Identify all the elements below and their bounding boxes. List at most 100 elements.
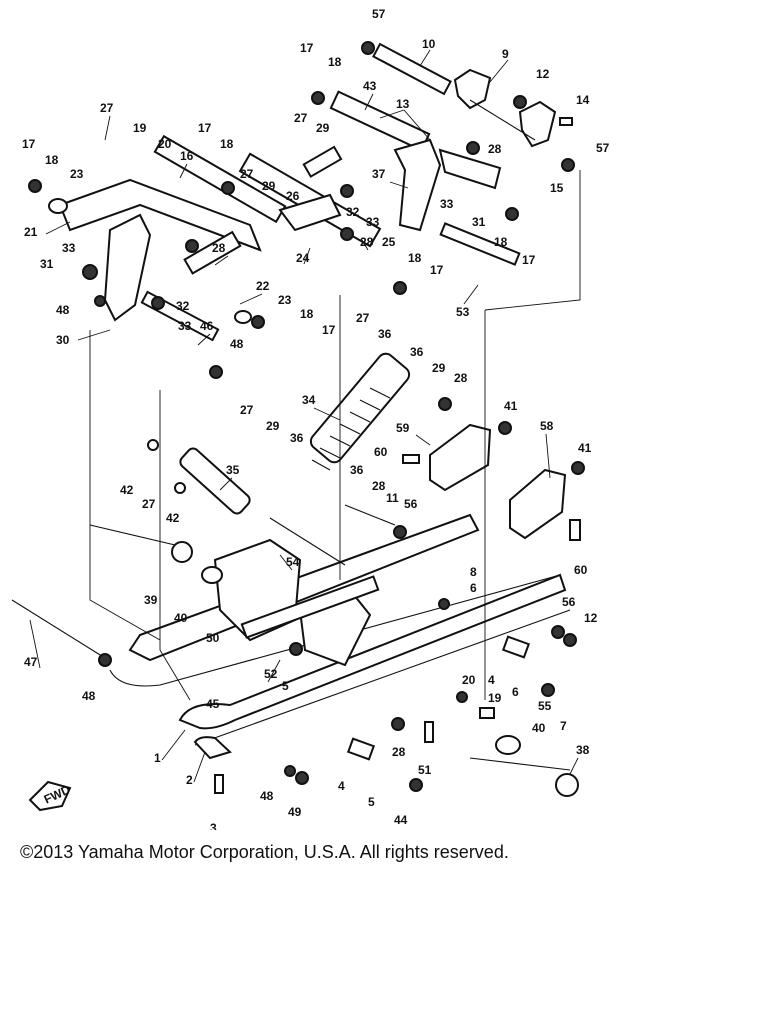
callout: 29 (432, 361, 446, 375)
frame-21 (58, 178, 262, 252)
callout: 26 (286, 189, 300, 203)
callout: 50 (206, 631, 220, 645)
callout: 28 (372, 479, 386, 493)
callout: 40 (532, 721, 546, 735)
callout: 7 (560, 719, 567, 733)
callout: 38 (576, 743, 590, 757)
pin-42-b (174, 482, 186, 494)
shaft-10 (372, 42, 452, 96)
callout: 57 (372, 7, 386, 21)
callout: 2 (186, 773, 193, 787)
nut-48d (284, 765, 296, 777)
callout: 31 (40, 257, 54, 271)
callout: 39 (144, 593, 158, 607)
callout: 29 (316, 121, 330, 135)
callout: 16 (180, 149, 194, 163)
nut-41b (571, 461, 585, 475)
block-4b (346, 737, 376, 761)
callout: 42 (120, 483, 134, 497)
callout: 28 (212, 241, 226, 255)
callout: 24 (296, 251, 310, 265)
shock-35 (179, 447, 251, 515)
callout: 49 (288, 805, 302, 819)
callout: 17 (198, 121, 212, 135)
callout: 25 (382, 235, 396, 249)
callout: 52 (264, 667, 278, 681)
bolt-60b (402, 454, 420, 464)
callout: 45 (206, 697, 220, 711)
callout: 36 (410, 345, 424, 359)
bolt-3 (214, 774, 224, 794)
callout: 18 (408, 251, 422, 265)
callout: 33 (178, 319, 192, 333)
callout: 51 (418, 763, 432, 777)
callout: 11 (386, 491, 399, 505)
rod-38 (469, 757, 571, 771)
callout: 5 (368, 795, 375, 809)
callout: 3 (210, 821, 217, 830)
nut-57b (561, 158, 575, 172)
callout: 33 (366, 215, 380, 229)
callout: 53 (456, 305, 470, 319)
callout: 36 (378, 327, 392, 341)
callout: 31 (472, 215, 486, 229)
callout: 23 (70, 167, 84, 181)
plate-28 (438, 148, 502, 190)
nut-49 (295, 771, 309, 785)
nut-28c (340, 227, 354, 241)
callout: 27 (240, 167, 254, 181)
frame-16 (153, 134, 287, 224)
bracket-25 (278, 193, 342, 232)
callout: 48 (230, 337, 244, 351)
nut-44 (409, 778, 423, 792)
callout: 32 (176, 299, 190, 313)
bolt-54 (269, 517, 346, 566)
leader-lines (29, 49, 579, 783)
nut-56 (393, 525, 407, 539)
slider-2 (193, 736, 232, 760)
callout: 60 (374, 445, 388, 459)
callout: 17 (22, 137, 36, 151)
slide-rails (109, 513, 571, 761)
callout: 35 (226, 463, 240, 477)
callout: 15 (550, 181, 564, 195)
callout: 6 (512, 685, 519, 699)
callout: 8 (470, 565, 477, 579)
nut-18d (393, 281, 407, 295)
callout: 33 (440, 197, 454, 211)
shaft-43 (329, 90, 431, 152)
collar-26 (302, 145, 343, 178)
callout: 4 (338, 779, 345, 793)
callout: 14 (576, 93, 590, 107)
callout: 34 (302, 393, 316, 407)
callout: 6 (470, 581, 477, 595)
spring-coil-39 (171, 541, 193, 563)
nut-28d (438, 397, 452, 411)
nut-33 (82, 264, 98, 280)
outline-left (89, 330, 161, 641)
callout: 59 (396, 421, 410, 435)
outline-top-right (484, 170, 581, 311)
callout: 41 (504, 399, 518, 413)
callout: 27 (356, 311, 370, 325)
callout: 29 (262, 179, 276, 193)
callout: 18 (494, 235, 508, 249)
callout: 32 (346, 205, 360, 219)
nut-48b (209, 365, 223, 379)
callout: 12 (536, 67, 550, 81)
fwd-arrow-shape (28, 780, 72, 812)
cross-shaft (240, 575, 380, 639)
callout: 28 (454, 371, 468, 385)
spring-coil-38 (555, 773, 579, 797)
fwd-arrow: FWD (28, 780, 73, 812)
callout: 56 (404, 497, 418, 511)
callout: 40 (174, 611, 188, 625)
nut-28e (391, 717, 405, 731)
callout: 19 (488, 691, 502, 705)
nut-28b (185, 239, 199, 253)
bracket-59 (429, 423, 492, 492)
callout: 28 (360, 235, 374, 249)
callout: 22 (256, 279, 270, 293)
callout: 19 (133, 121, 147, 135)
callout: 23 (278, 293, 292, 307)
